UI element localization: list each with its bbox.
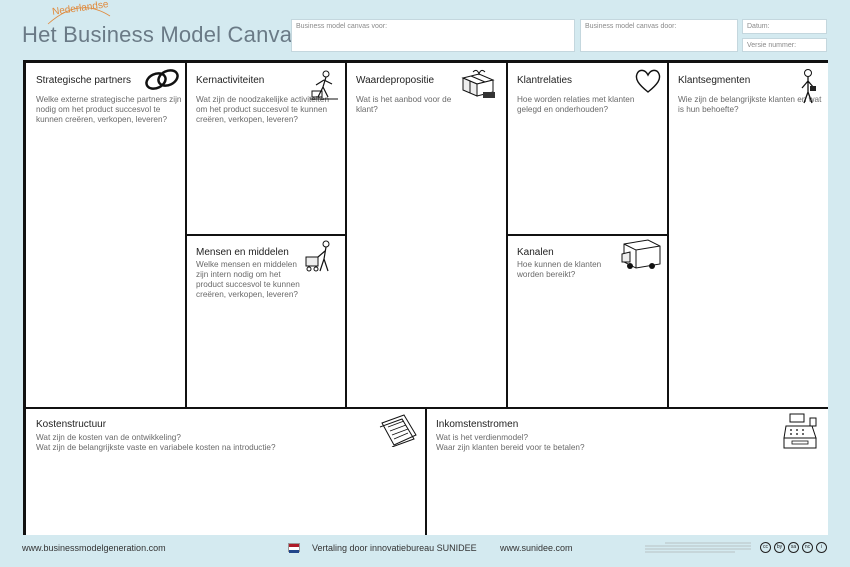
block-title: Kostenstructuur [36, 419, 107, 430]
person-icon [801, 69, 816, 104]
date-field[interactable]: Datum: [742, 19, 827, 34]
flag-stripe-blue [289, 550, 299, 553]
grid-divider [186, 234, 346, 236]
worker-icon [310, 70, 338, 100]
business-model-canvas: Strategische partners Welke externe stra… [23, 60, 828, 535]
designed-by-label: Business model canvas door: [585, 23, 677, 30]
cash-register-icon [783, 413, 817, 449]
block-cost-structure[interactable]: Kostenstructuur Wat zijn de kosten van d… [26, 407, 426, 535]
footer-sunidee-link[interactable]: www.sunidee.com [500, 543, 573, 553]
block-value-propositions[interactable]: Waardepropositie Wat is het aanbod voor … [346, 63, 507, 407]
designed-for-field[interactable]: Business model canvas voor: [291, 19, 575, 52]
heart-icon [635, 69, 661, 93]
grid-divider [185, 63, 187, 407]
block-question: Hoe kunnen de klanten worden bereikt? [517, 260, 602, 279]
footer-website-link[interactable]: www.businessmodelgeneration.com [22, 543, 166, 553]
block-title: Kernactiviteiten [196, 75, 265, 86]
block-question: Wat is het verdienmodel? Waar zijn klant… [436, 433, 585, 452]
block-customer-relationships[interactable]: Klantrelaties Hoe worden relaties met kl… [507, 63, 668, 235]
block-question: Wat is het aanbod voor de klant? [356, 95, 452, 114]
subtitle-arc-decoration [47, 7, 111, 25]
grid-divider [507, 234, 668, 236]
block-question: Welke mensen en middelen zijn intern nod… [196, 260, 300, 299]
flag-stripe-white [289, 547, 299, 550]
block-title: Klantrelaties [517, 75, 573, 86]
grid-divider [506, 63, 508, 407]
chain-links-icon [145, 69, 179, 90]
block-customer-segments[interactable]: Klantsegmenten Wie zijn de belangrijkste… [668, 63, 828, 407]
block-question: Wat zijn de kosten van de ontwikkeling? … [36, 433, 276, 452]
attribution-icon: by [774, 542, 785, 553]
block-question: Wat zijn de noodzakelijke activiteiten o… [196, 95, 330, 124]
worker-with-cart-icon [305, 240, 330, 272]
share-alike-icon: sa [788, 542, 799, 553]
designed-by-field[interactable]: Business model canvas door: [580, 19, 738, 52]
block-title: Kanalen [517, 247, 554, 258]
block-title: Klantsegmenten [678, 75, 751, 86]
block-title: Strategische partners [36, 75, 132, 86]
dutch-flag-icon [288, 543, 300, 553]
block-question: Welke externe strategische partners zijn… [36, 95, 182, 124]
grid-divider [425, 407, 427, 535]
block-channels[interactable]: Kanalen Hoe kunnen de klanten worden ber… [507, 235, 668, 407]
block-title: Waardepropositie [356, 75, 435, 86]
footer-translation-credit: Vertaling door innovatiebureau SUNIDEE [312, 543, 477, 553]
flag-stripe-red [289, 544, 299, 547]
block-question: Hoe worden relaties met klanten gelegd e… [517, 95, 635, 114]
block-key-partners[interactable]: Strategische partners Welke externe stra… [26, 63, 186, 407]
price-tag-icon [379, 414, 417, 447]
version-field[interactable]: Versie nummer: [742, 38, 827, 52]
non-commercial-icon: nc [802, 542, 813, 553]
block-title: Inkomstenstromen [436, 419, 519, 430]
block-key-activities[interactable]: Kernactiviteiten Wat zijn de noodzakelij… [186, 63, 346, 235]
page-title: Het Business Model Canvas [22, 22, 304, 47]
block-question: Wie zijn de belangrijkste klanten en wat… [678, 95, 822, 114]
info-icon: i [816, 542, 827, 553]
designed-for-label: Business model canvas voor: [296, 23, 388, 30]
version-label: Versie nummer: [747, 42, 797, 49]
block-revenue-streams[interactable]: Inkomstenstromen Wat is het verdienmodel… [426, 407, 828, 535]
date-label: Datum: [747, 23, 770, 30]
block-key-resources[interactable]: Mensen en middelen Welke mensen en midde… [186, 235, 346, 407]
grid-divider [26, 407, 828, 409]
delivery-truck-icon [621, 239, 661, 269]
gift-package-icon [461, 69, 495, 98]
creative-commons-icon: cc [760, 542, 771, 553]
block-title: Mensen en middelen [196, 247, 289, 258]
legal-fine-print [645, 542, 751, 553]
